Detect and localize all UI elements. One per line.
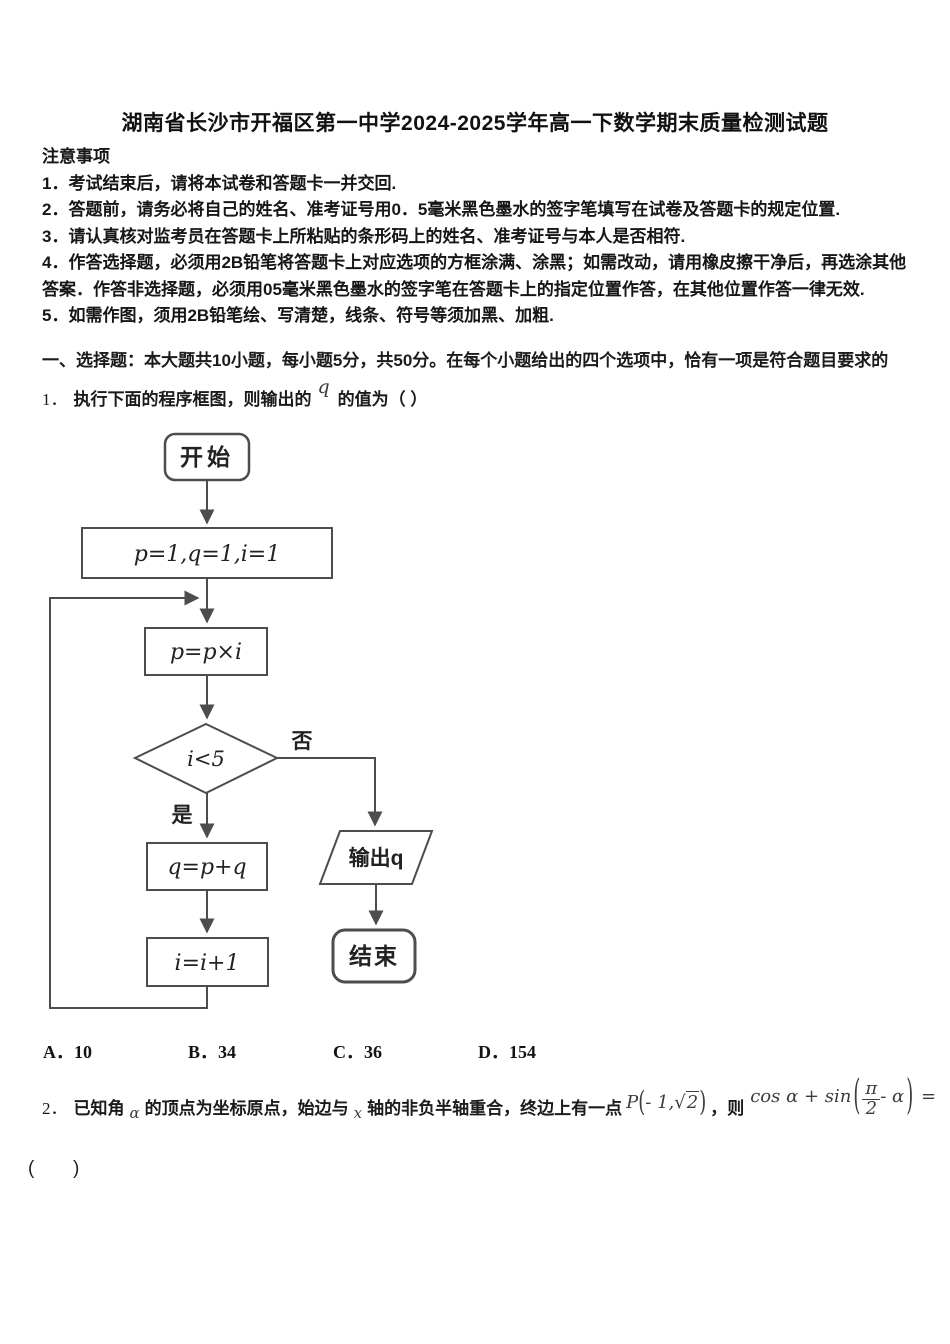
question-1-number: 1． <box>42 390 68 409</box>
flowchart-end-node: 结束 <box>331 928 417 984</box>
page-title: 湖南省长沙市开福区第一中学2024-2025学年高一下数学期末质量检测试题 <box>121 112 829 135</box>
notice-item-1: 1．考试结束后，请将本试卷和答题卡一并交回. <box>42 173 397 193</box>
flowchart-increment-node: i=i+1 <box>146 937 269 987</box>
q2-answer-bracket: ( ) <box>28 1158 81 1179</box>
flowchart-no-label: 否 <box>292 730 313 753</box>
question-2-number: 2． <box>42 1098 68 1118</box>
question-1-prefix: 执行下面的程序框图，则输出的 <box>73 390 312 409</box>
flowchart-start-label: 开始 <box>180 444 234 470</box>
q2-point-formula: P(- 1,√2) <box>626 1085 707 1119</box>
flowchart-init-node: p=1,q=1,i=1 <box>81 527 333 579</box>
q2-x-var: x <box>353 1103 363 1122</box>
flowchart-start-node: 开始 <box>163 432 251 482</box>
notice-item-2: 2．答题前，请务必将自己的姓名、准考证号用0．5毫米黑色墨水的签字笔填写在试卷及… <box>42 200 841 219</box>
q2-text-2: 的顶点为坐标原点，始边与 <box>144 1098 349 1118</box>
notice-item-5: 5．如需作图，须用2B铅笔绘、写清楚，线条、符号等须加黑、加粗. <box>42 306 554 325</box>
flowchart-multiply-label: p=p×i <box>170 640 242 665</box>
flowchart-increment-label: i=i+1 <box>175 951 240 976</box>
q1-variable-q: q <box>317 376 330 398</box>
question-1-suffix: 的值为（ ） <box>337 390 428 409</box>
notice-item-3: 3．请认真核对监考员在答题卡上所粘贴的条形码上的姓名、准考证号与本人是否相符. <box>42 226 686 246</box>
q1-option-a: A．10 <box>43 1042 92 1062</box>
q2-text-3: 轴的非负半轴重合，终边上有一点 <box>367 1098 623 1118</box>
flowchart-condition-diamond: i<5 <box>132 722 280 795</box>
section1-header: 一、选择题：本大题共10小题，每小题5分，共50分。在每个小题给出的四个选项中，… <box>42 351 889 370</box>
q1-options-row: A．10 B．34 C．36 D．154 <box>43 1038 623 1064</box>
flowchart-output-label: 输出q <box>349 846 404 870</box>
q1-option-c: C．36 <box>333 1042 382 1062</box>
program-flowchart: 开始 p=1,q=1,i=1 p=p×i i<5 否 是 q=p+q 输出q i… <box>49 432 434 1009</box>
q1-option-d: D．154 <box>478 1042 536 1062</box>
flowchart-add-node: q=p+q <box>146 842 268 891</box>
flowchart-yes-label: 是 <box>172 804 193 827</box>
q1-option-b: B．34 <box>188 1042 237 1062</box>
q2-text-4: ，则 <box>710 1098 745 1118</box>
flow-no-branch <box>277 757 383 827</box>
question-1-text: 1． 执行下面的程序框图，则输出的 q 的值为（ ） <box>42 376 930 414</box>
notice-section: 注意事项 1．考试结束后，请将本试卷和答题卡一并交回. 2．答题前，请务必将自己… <box>42 144 912 330</box>
flowchart-add-label: q=p+q <box>167 855 246 880</box>
flowchart-condition-label: i<5 <box>187 747 225 771</box>
q2-text-1: 已知角 <box>73 1098 125 1118</box>
notice-heading: 注意事项 <box>42 147 110 166</box>
notice-item-4: 4．作答选择题，必须用2B铅笔将答题卡上对应选项的方框涂满、涂黑；如需改动，请用… <box>42 253 907 299</box>
flowchart-multiply-node: p=p×i <box>144 627 268 676</box>
flow-loop-line <box>49 590 208 1009</box>
flowchart-end-label: 结束 <box>349 943 399 969</box>
flowchart-output-node: 输出q <box>318 830 434 885</box>
q2-alpha-var: α <box>129 1103 140 1122</box>
flowchart-init-label: p=1,q=1,i=1 <box>134 542 280 567</box>
